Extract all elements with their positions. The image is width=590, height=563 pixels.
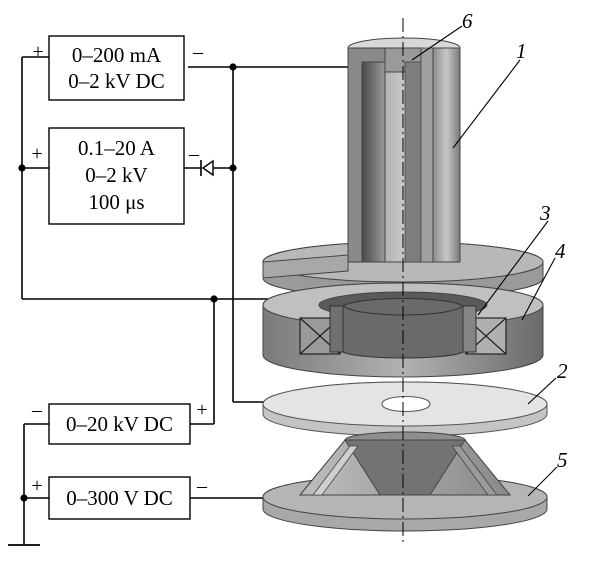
- supply-lv-voltage: 0–300 V DC: [66, 486, 173, 510]
- supply-pulse-minus: –: [188, 143, 200, 165]
- supply-hv-plus: +: [196, 399, 207, 421]
- supply-hv: 0–20 kV DC – +: [31, 399, 208, 445]
- supply-lv: 0–300 V DC + –: [31, 475, 208, 520]
- supply-pulse-voltage: 0–2 kV: [85, 163, 147, 187]
- part-labels: 6 1 3 4 2 5: [411, 9, 568, 497]
- supply-top-minus: –: [192, 41, 204, 63]
- label-6: 6: [462, 9, 473, 33]
- supply-pulse-plus: +: [31, 143, 42, 165]
- label-5: 5: [557, 448, 568, 472]
- label-4: 4: [555, 239, 566, 263]
- supply-pulse: 0.1–20 A 0–2 kV 100 μs + –: [31, 127, 200, 225]
- supply-top-voltage: 0–2 kV DC: [68, 69, 164, 93]
- wiring: [8, 56, 352, 546]
- supply-pulse-duration: 100 μs: [88, 190, 144, 214]
- label-3: 3: [539, 201, 551, 225]
- supply-lv-minus: –: [196, 475, 208, 497]
- electrode-5-cone: [262, 431, 548, 532]
- supply-hv-minus: –: [31, 399, 43, 421]
- electrode-3-anode: [329, 298, 477, 359]
- label-1: 1: [516, 39, 527, 63]
- label-2: 2: [557, 359, 568, 383]
- supply-top-plus: +: [32, 41, 43, 63]
- electrode-2-disc: [262, 381, 548, 437]
- supply-top-current: 0–200 mA: [72, 43, 162, 67]
- supply-lv-plus: +: [31, 475, 42, 497]
- supply-top: 0–200 mA 0–2 kV DC + –: [32, 35, 204, 101]
- supply-pulse-current: 0.1–20 A: [78, 136, 156, 160]
- supply-hv-voltage: 0–20 kV DC: [66, 412, 173, 436]
